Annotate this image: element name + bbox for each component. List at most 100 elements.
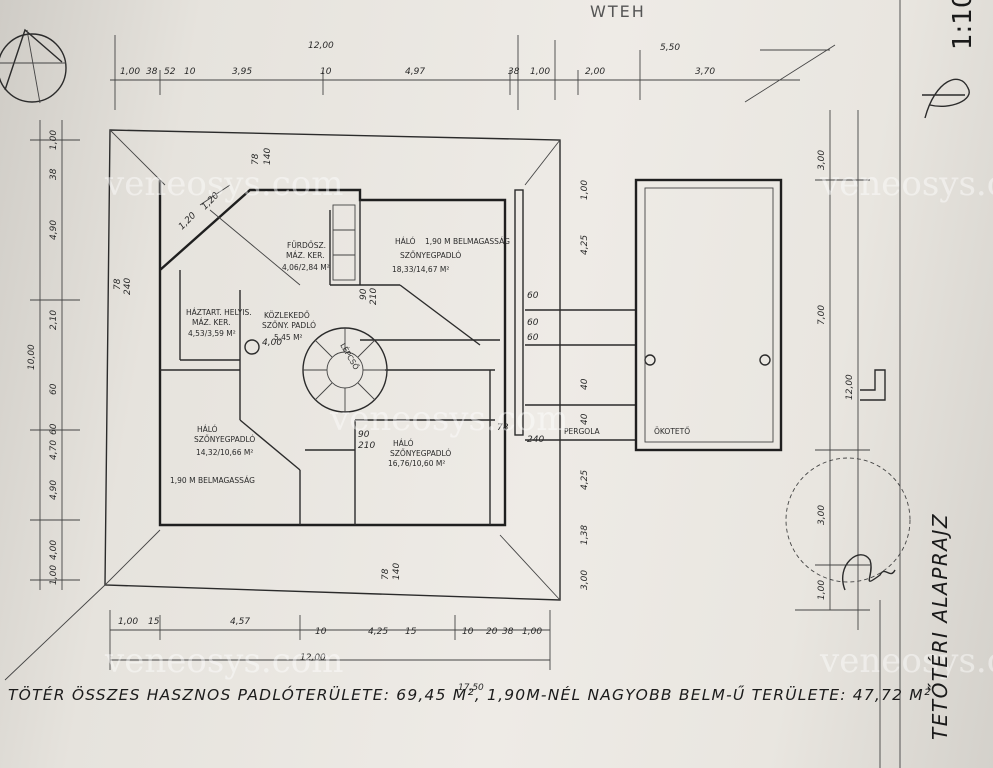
svg-text:38: 38 (49, 168, 59, 180)
svg-text:3,00: 3,00 (817, 150, 827, 170)
dim-top-seg: 4,97 (405, 67, 425, 77)
top-dimension-lines (110, 35, 836, 110)
dim-top-seg: 52 (164, 67, 176, 77)
signature (842, 78, 970, 591)
svg-text:4,00: 4,00 (262, 338, 282, 348)
svg-text:3,00: 3,00 (580, 570, 590, 590)
svg-text:SZŐNYEGPADLÓ: SZŐNYEGPADLÓ (400, 251, 461, 260)
svg-text:90: 90 (358, 430, 370, 440)
svg-text:16,76/10,60 M²: 16,76/10,60 M² (388, 459, 445, 468)
svg-text:4,25: 4,25 (580, 235, 590, 255)
dim-top-seg: 3,95 (232, 67, 252, 77)
svg-text:7,00: 7,00 (817, 305, 827, 325)
svg-text:240: 240 (527, 435, 544, 445)
dim-top-seg: 2,00 (585, 67, 605, 77)
svg-text:140: 140 (392, 563, 402, 580)
dim-bottom-seg: 1,00 (118, 617, 138, 627)
roof-outline (4, 129, 561, 681)
svg-text:FÜRDŐSZ.: FÜRDŐSZ. (287, 241, 326, 250)
svg-text:HÁLÓ: HÁLÓ (197, 425, 218, 434)
dim-bottom-seg: 38 (502, 627, 514, 637)
top-dimension-text: 12,00 5,50 1,00 38 52 10 3,95 10 4,97 38… (120, 41, 715, 77)
dim-top-seg: 3,70 (695, 67, 715, 77)
svg-text:5,45 M²: 5,45 M² (274, 333, 303, 342)
drawing-title: TETŐTÉRI ALAPRAJZ (928, 512, 952, 740)
svg-text:4,06/2,84 M²: 4,06/2,84 M² (282, 263, 330, 272)
svg-text:78: 78 (497, 423, 509, 433)
dim-right-total: 12,00 (845, 374, 855, 400)
room-bathroom: FÜRDŐSZ. MÁZ. KER. 4,06/2,84 M² (282, 241, 330, 272)
right-dimension-text: 3,00 7,00 3,00 1,00 12,00 (817, 150, 855, 600)
building-walls (158, 180, 524, 527)
svg-text:2,10: 2,10 (49, 310, 59, 330)
svg-text:78: 78 (251, 153, 261, 165)
svg-text:18,33/14,67 M²: 18,33/14,67 M² (392, 265, 449, 274)
svg-text:SZŐNYEGPADLÓ: SZŐNYEGPADLÓ (390, 449, 451, 458)
svg-text:1,90 M BELMAGASSÁG: 1,90 M BELMAGASSÁG (425, 237, 510, 246)
dim-top-seg: 10 (320, 67, 332, 77)
dim-bottom-seg: 4,25 (368, 627, 388, 637)
svg-text:1,90 M BELMAGASSÁG: 1,90 M BELMAGASSÁG (170, 476, 255, 485)
svg-text:40: 40 (580, 378, 590, 390)
dim-top-seg: 38 (508, 67, 520, 77)
svg-text:60: 60 (527, 333, 539, 343)
dim-bottom-seg: 4,57 (230, 617, 250, 627)
dim-bottom-seg: 15 (148, 617, 160, 627)
dim-bottom-seg: 20 (486, 627, 498, 637)
green-roof (634, 178, 783, 452)
pergola-label: PERGOLA (564, 427, 601, 436)
bottom-dimension-text: 1,00 15 4,57 10 4,25 15 10 20 38 1,00 12… (118, 617, 542, 693)
top-mark: WTEH (590, 2, 646, 21)
svg-text:KÖZLEKEDŐ: KÖZLEKEDŐ (264, 311, 310, 320)
bay-circle (785, 457, 911, 583)
svg-text:veneosys.com: veneosys.com (329, 399, 568, 439)
svg-text:veneosys.com: veneosys.com (819, 164, 993, 204)
svg-text:veneosys.com: veneosys.com (819, 641, 993, 681)
left-dimension-text: 1,00 38 4,90 2,10 60 60 4,70 4,90 4,00 1… (27, 130, 59, 585)
svg-text:HÁLÓ: HÁLÓ (395, 237, 416, 246)
svg-text:4,90: 4,90 (49, 220, 59, 240)
column-markers (244, 339, 771, 366)
room-labels: FÜRDŐSZ. MÁZ. KER. 4,06/2,84 M² HÁLÓ 1,9… (170, 237, 690, 485)
svg-text:4,00: 4,00 (49, 540, 59, 560)
svg-text:1,00: 1,00 (49, 565, 59, 585)
north-arrow-icon (0, 28, 67, 104)
dim-bottom-seg: 10 (315, 627, 327, 637)
dim-top-seg: 1,00 (530, 67, 550, 77)
svg-text:SZŐNYEGPADLÓ: SZŐNYEGPADLÓ (194, 435, 255, 444)
dim-bottom-seg: 1,00 (522, 627, 542, 637)
bottom-dimension-lines (109, 610, 551, 670)
svg-text:60: 60 (49, 383, 59, 395)
dim-bottom-overall: 17,50 (458, 683, 484, 693)
svg-text:78: 78 (381, 568, 391, 580)
step-symbol (860, 369, 886, 401)
svg-text:3,00: 3,00 (817, 505, 827, 525)
dim-top-right: 5,50 (660, 43, 680, 53)
svg-text:4,53/3,59 M²: 4,53/3,59 M² (188, 329, 236, 338)
svg-text:210: 210 (369, 288, 379, 305)
dim-top-seg: 38 (146, 67, 158, 77)
room-bedroom-3: HÁLÓ SZŐNYEGPADLÓ 16,76/10,60 M² (388, 439, 451, 468)
dim-top-seg: 10 (184, 67, 196, 77)
svg-text:1,00: 1,00 (49, 130, 59, 150)
svg-text:4,25: 4,25 (580, 470, 590, 490)
svg-text:4,90: 4,90 (49, 480, 59, 500)
svg-text:78: 78 (113, 278, 123, 290)
room-hallway: KÖZLEKEDŐ SZŐNY. PADLÓ 5,45 M² (262, 311, 316, 342)
dim-top-total: 12,00 (308, 41, 334, 51)
summary-note: TÖTÉR ÖSSZES HASZNOS PADLÓTERÜLETE: 69,4… (8, 686, 932, 704)
svg-text:60: 60 (527, 318, 539, 328)
room-bedroom-2: HÁLÓ SZŐNYEGPADLÓ 14,32/10,66 M² 1,90 M … (170, 425, 255, 485)
svg-text:60: 60 (49, 423, 59, 435)
right-dimension-lines (795, 110, 870, 630)
dim-top-seg: 1,00 (120, 67, 140, 77)
stair (302, 327, 388, 413)
svg-text:240: 240 (123, 278, 133, 295)
svg-text:1,20: 1,20 (177, 211, 198, 232)
svg-text:HÁZTART. HELYIS.: HÁZTART. HELYIS. (186, 308, 252, 317)
svg-text:4,70: 4,70 (49, 440, 59, 460)
svg-text:60: 60 (527, 291, 539, 301)
svg-text:40: 40 (580, 413, 590, 425)
